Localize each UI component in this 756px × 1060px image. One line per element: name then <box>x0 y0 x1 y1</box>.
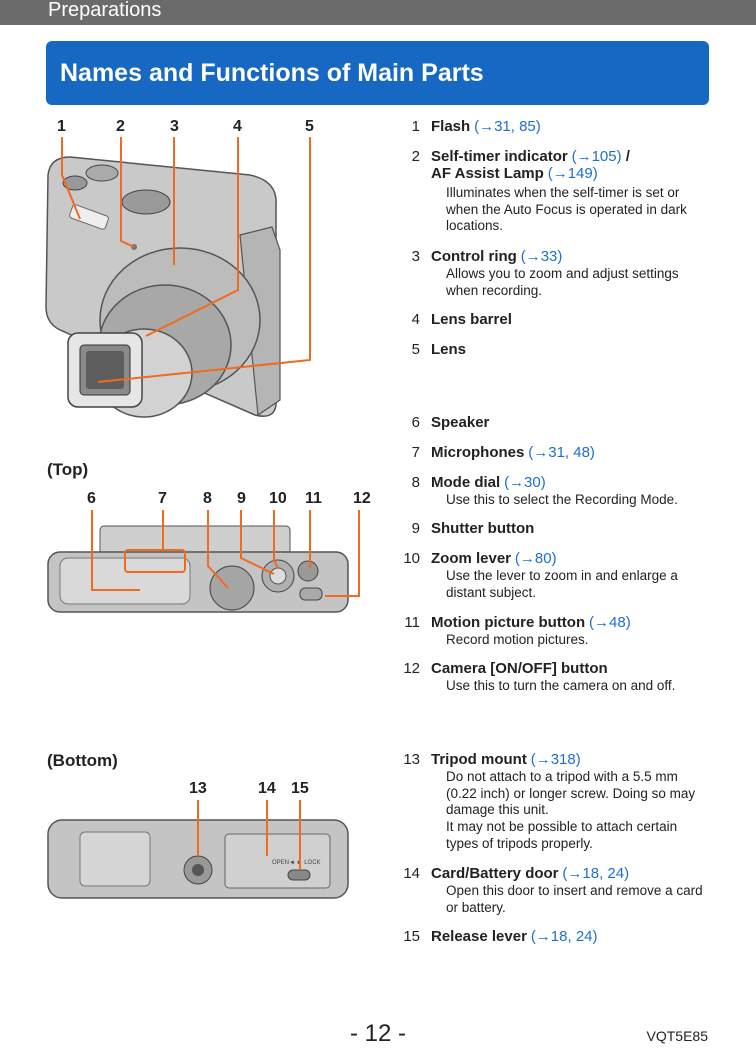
part-name: Control ring <box>431 248 517 265</box>
part-number: 4 <box>411 311 420 328</box>
separator: / <box>621 148 630 165</box>
part-description: Open this door to insert and remove a ca… <box>446 883 703 915</box>
top-view-label: (Top) <box>47 460 89 479</box>
callout-number: 7 <box>158 490 167 507</box>
part-name: AF Assist Lamp <box>431 165 544 182</box>
part-description: Use this to select the Recording Mode. <box>446 492 678 507</box>
part-number: 8 <box>411 474 420 491</box>
part-number: 9 <box>411 520 420 537</box>
callout-number: 1 <box>57 118 66 135</box>
callout-number: 5 <box>305 118 314 135</box>
part-number: 3 <box>411 248 420 265</box>
section-title: Preparations <box>48 0 162 21</box>
part-number: 5 <box>411 341 420 358</box>
part-number: 13 <box>403 751 420 768</box>
part-number: 11 <box>404 614 420 631</box>
page-reference: (→30) <box>504 474 546 491</box>
camera-top-illustration <box>47 510 360 613</box>
part-number: 2 <box>411 148 420 165</box>
camera-front-illustration <box>45 137 311 418</box>
part-description: Allows you to zoom and adjust settings w… <box>446 266 679 298</box>
part-description: Illuminates when the self-timer is set o… <box>446 185 687 233</box>
part-name: Zoom lever <box>431 550 512 567</box>
callout-number: 10 <box>269 490 287 507</box>
page-reference: (→31, 85) <box>474 118 541 135</box>
callout-number: 11 <box>305 490 322 507</box>
callout-number: 12 <box>353 490 371 507</box>
callout-number: 8 <box>203 490 212 507</box>
callout-number: 14 <box>258 780 276 797</box>
page-reference: (→48) <box>589 614 631 631</box>
page-title-banner: Names and Functions of Main Parts <box>46 41 709 105</box>
page-reference: (→18, 24) <box>530 928 598 945</box>
section-header-bar: Preparations <box>0 0 756 25</box>
part-number: 14 <box>403 865 420 882</box>
callout-number: 9 <box>237 490 246 507</box>
part-name: Shutter button <box>431 520 535 537</box>
part-description: Use the lever to zoom in and enlarge a d… <box>446 568 678 600</box>
bottom-view-figure: 13 14 15 OPEN◄ ► LOCK <box>40 778 370 923</box>
part-name: Release lever <box>431 928 527 945</box>
part-name: Tripod mount <box>431 751 527 768</box>
camera-bottom-illustration: OPEN◄ ► LOCK <box>47 800 349 899</box>
page-reference: (→33) <box>520 248 563 265</box>
page-reference: (→105) <box>571 148 622 165</box>
part-name: Lens barrel <box>431 311 512 328</box>
part-name: Mode dial <box>431 474 501 491</box>
page-reference: (→18, 24) <box>562 865 630 882</box>
callout-number: 2 <box>116 118 125 135</box>
page-reference: (→80) <box>514 550 557 567</box>
callout-number: 6 <box>87 490 96 507</box>
callout-number: 4 <box>233 118 242 135</box>
part-description: Record motion pictures. <box>446 632 589 647</box>
document-code: VQT5E85 <box>646 1028 708 1044</box>
page-reference: (→149) <box>547 165 598 182</box>
page-number: - 12 - <box>349 1020 406 1047</box>
callout-number: 3 <box>170 118 179 135</box>
part-name: Camera [ON/OFF] button <box>431 660 608 677</box>
callout-number: 15 <box>291 780 309 797</box>
part-description: Do not attach to a tripod with a 5.5 mm … <box>446 769 696 817</box>
part-number: 10 <box>403 550 420 567</box>
part-name: Motion picture button <box>431 614 586 631</box>
part-name: Speaker <box>431 414 490 431</box>
page-reference: (→31, 48) <box>528 444 595 461</box>
part-name: Microphones <box>431 444 525 461</box>
part-number: 12 <box>403 660 420 677</box>
part-name: Flash <box>431 118 471 135</box>
part-number: 7 <box>411 444 420 461</box>
part-name: Self-timer indicator <box>431 148 568 165</box>
callout-number: 13 <box>189 780 207 797</box>
top-view-figure: 6 7 8 9 10 11 12 <box>40 488 371 633</box>
door-label: OPEN◄ ► LOCK <box>272 860 321 866</box>
page-reference: (→318) <box>530 751 581 768</box>
part-name: Card/Battery door <box>431 865 559 882</box>
part-description: It may not be possible to attach certain… <box>446 819 678 851</box>
part-name: Lens <box>431 341 467 358</box>
part-number: 1 <box>411 118 420 135</box>
part-description: Use this to turn the camera on and off. <box>446 678 676 693</box>
bottom-view-label: (Bottom) <box>47 751 118 770</box>
front-view-figure: 1 2 3 4 5 <box>40 115 360 435</box>
part-number: 6 <box>411 414 420 431</box>
page-title: Names and Functions of Main Parts <box>60 59 484 87</box>
part-number: 15 <box>403 928 420 945</box>
